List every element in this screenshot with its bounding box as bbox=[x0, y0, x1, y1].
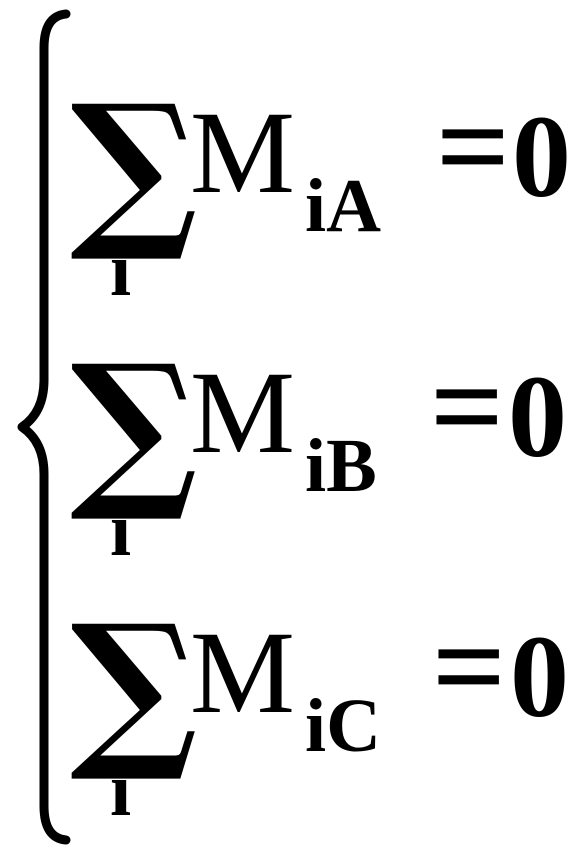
equation-row-b: ∑ i M iB = 0 bbox=[0, 342, 586, 602]
summation-symbol: ∑ bbox=[70, 67, 198, 267]
summation-index: i bbox=[110, 228, 132, 312]
moment-subscript: iC bbox=[305, 684, 381, 768]
summation-symbol: ∑ bbox=[70, 587, 198, 787]
right-hand-side: 0 bbox=[508, 351, 567, 482]
moment-variable: M bbox=[190, 87, 295, 218]
right-hand-side: 0 bbox=[512, 91, 571, 222]
equals-sign: = bbox=[436, 75, 511, 219]
equals-sign: = bbox=[432, 595, 507, 739]
summation-index: i bbox=[110, 748, 132, 832]
moment-variable: M bbox=[190, 607, 295, 738]
summation-index: i bbox=[110, 488, 132, 572]
equals-sign: = bbox=[430, 335, 505, 479]
moment-subscript: iB bbox=[305, 424, 377, 508]
right-hand-side: 0 bbox=[510, 611, 569, 742]
equation-row-a: ∑ i M iA = 0 bbox=[0, 82, 586, 342]
moment-variable: M bbox=[190, 347, 295, 478]
summation-symbol: ∑ bbox=[70, 327, 198, 527]
equation-row-c: ∑ i M iC = 0 bbox=[0, 602, 586, 862]
moment-subscript: iA bbox=[305, 164, 381, 248]
